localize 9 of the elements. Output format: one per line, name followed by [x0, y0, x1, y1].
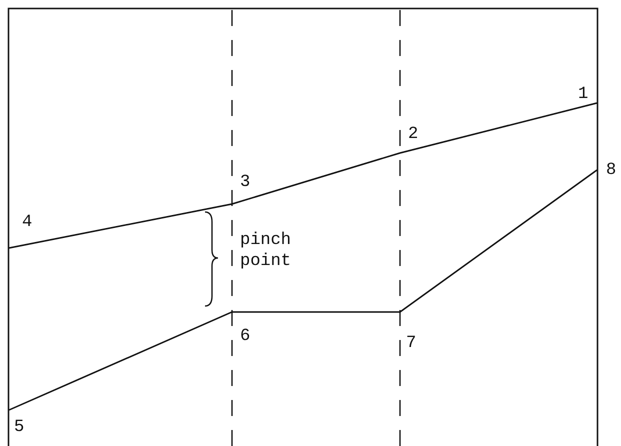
point-number: 1 — [578, 84, 588, 106]
point-number: 4 — [22, 212, 32, 234]
annotation-text: pinch point — [240, 230, 292, 272]
point-number: 3 — [240, 172, 250, 194]
point-number: 2 — [408, 124, 418, 146]
point-number: 8 — [606, 160, 616, 182]
point-number: 5 — [14, 417, 24, 438]
point-number: 6 — [240, 326, 250, 348]
point-number: 7 — [406, 333, 416, 354]
